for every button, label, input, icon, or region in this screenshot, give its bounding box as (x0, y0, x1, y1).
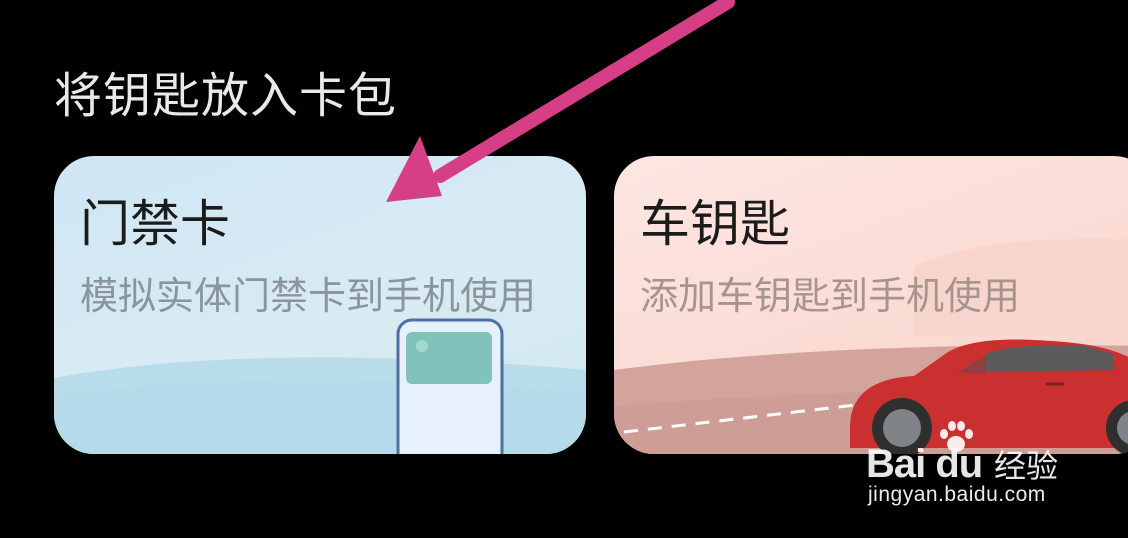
car-key-card-title: 车钥匙 (640, 195, 790, 253)
car-illustration (850, 339, 1128, 454)
watermark-domain: jingyan.baidu.com (868, 483, 1046, 506)
baidu-paw-icon (940, 421, 973, 452)
car-key-card[interactable]: 车钥匙 添加车钥匙到手机使用 (614, 156, 1128, 454)
section-title: 将钥匙放入卡包 (54, 68, 398, 124)
watermark-site-name: 经验 (994, 447, 1059, 485)
phone-illustration (396, 318, 504, 454)
baidu-watermark: Bai du 经验 jingyan.baidu.com (866, 420, 1076, 520)
access-card-title: 门禁卡 (80, 195, 230, 253)
access-card[interactable]: 门禁卡 模拟实体门禁卡到手机使用 (54, 156, 586, 454)
watermark-logo: Bai du (866, 442, 983, 486)
car-key-card-illustration (614, 238, 1128, 454)
access-card-illustration (54, 318, 586, 454)
access-card-description: 模拟实体门禁卡到手机使用 (80, 274, 537, 318)
car-key-card-description: 添加车钥匙到手机使用 (640, 274, 1021, 318)
